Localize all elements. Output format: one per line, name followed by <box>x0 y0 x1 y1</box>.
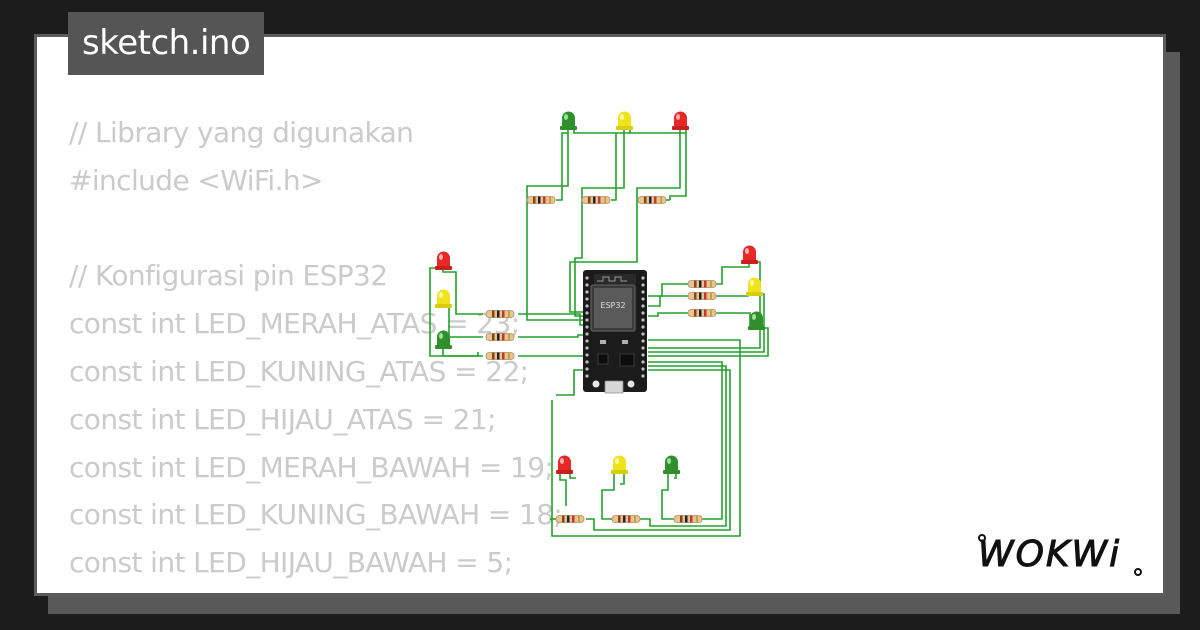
code-editor: // Library yang digunakan #include <WiFi.… <box>69 109 563 587</box>
led-yellow-left <box>435 289 452 308</box>
led-green-left <box>435 330 452 349</box>
logo-text: WOKWi <box>978 534 1121 575</box>
chip-label: ESP32 <box>600 301 625 310</box>
esp32-board: ESP32 <box>583 270 647 394</box>
led-green-bottom <box>663 455 680 474</box>
led-red-left <box>435 251 452 270</box>
led-yellow-bottom <box>611 455 628 474</box>
led-red-bottom <box>556 455 573 474</box>
led-yellow-top <box>616 111 633 130</box>
resistors <box>485 196 717 523</box>
code-line: // Konfigurasi pin ESP32 <box>69 259 388 293</box>
code-line: #include <WiFi.h> <box>69 163 323 197</box>
led-green-top <box>560 111 577 130</box>
code-line: const int LED_HIJAU_BAWAH = 5; <box>69 546 513 580</box>
code-line: const int LED_MERAH_BAWAH = 19; <box>69 450 554 484</box>
file-tab[interactable]: sketch.ino <box>68 12 265 75</box>
led-yellow-right <box>746 277 763 296</box>
leds <box>435 111 765 474</box>
wokwi-logo: WOKWi <box>978 534 1142 576</box>
led-red-top <box>672 111 689 130</box>
code-line: const int LED_KUNING_ATAS = 22; <box>69 354 529 388</box>
code-line: const int LED_KUNING_BAWAH = 18; <box>69 498 563 532</box>
led-red-right <box>741 245 758 264</box>
code-line: // Library yang digunakan <box>69 116 414 149</box>
code-line: const int LED_HIJAU_ATAS = 21; <box>69 402 496 436</box>
code-line: const int LED_MERAH_ATAS = 23; <box>69 307 520 341</box>
led-green-right <box>748 311 765 330</box>
